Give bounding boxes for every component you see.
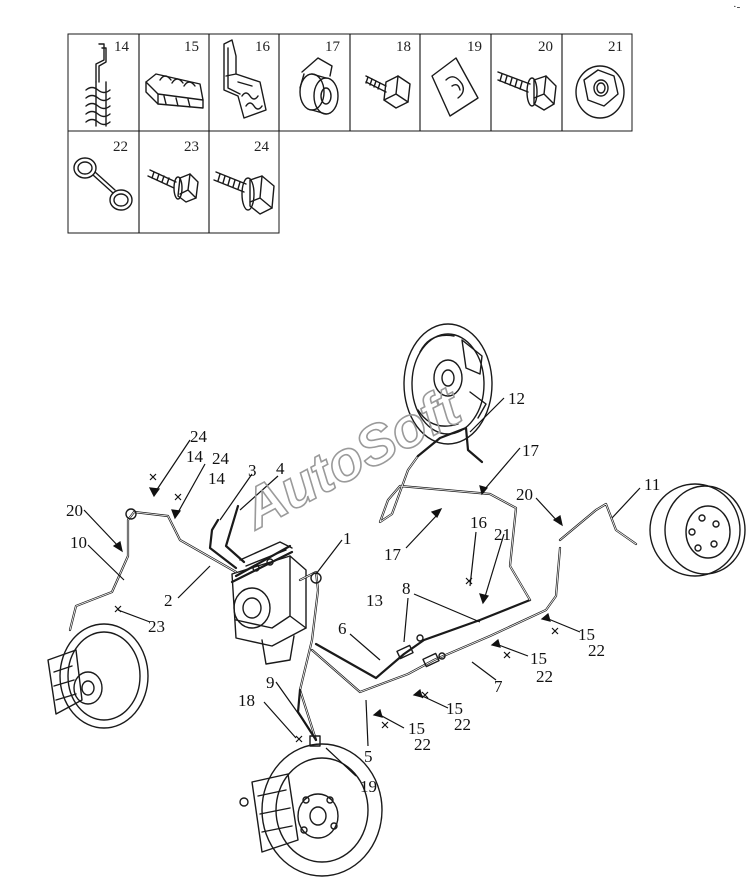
callout-15-c: 15	[446, 699, 463, 718]
legend-num-19: 19	[467, 39, 482, 55]
legend-num-21: 21	[608, 39, 623, 55]
front-left-brake-disc	[47, 623, 149, 729]
leader-lines	[83, 397, 641, 777]
legend-num-23: 23	[184, 139, 199, 155]
legend-num-22: 22	[113, 139, 128, 155]
callout-11: 11	[644, 475, 660, 494]
callout-20-b: 20	[516, 485, 533, 504]
legend-num-17: 17	[325, 39, 341, 55]
callout-20-a: 20	[66, 501, 83, 520]
callout-22-b: 22	[536, 667, 553, 686]
callout-14-a: 14	[186, 447, 204, 466]
parts-legend-grid: 14 15 16 17 18 19 20 21 22 23 24	[67, 33, 633, 234]
corner-mark: ·-	[733, 1, 741, 13]
callout-6: 6	[338, 619, 347, 638]
legend-num-18: 18	[396, 39, 411, 55]
callout-18: 18	[238, 691, 255, 710]
callout-17-b: 17	[384, 545, 402, 564]
washer-pair-icon	[73, 157, 133, 211]
flange-bolt-small-icon	[147, 169, 199, 203]
legend-num-16: 16	[255, 39, 271, 55]
clip-spring-icon	[85, 43, 111, 127]
flange-bolt-icon	[497, 71, 557, 111]
legend-num-20: 20	[538, 39, 553, 55]
fastener-marks	[114, 473, 559, 743]
callout-labels: 1 2 3 4 5 6 7 8 9 10 11 12 13 14 14 15 1…	[66, 389, 660, 796]
callout-22-c: 22	[454, 715, 471, 734]
callout-24-b: 24	[212, 449, 230, 468]
retainer-clip-icon	[431, 57, 479, 117]
callout-15-d: 15	[408, 719, 425, 738]
callout-3: 3	[248, 461, 257, 480]
callout-9: 9	[266, 673, 275, 692]
callout-19: 19	[360, 777, 377, 796]
callout-15-b: 15	[530, 649, 547, 668]
callout-22-a: 22	[588, 641, 605, 660]
flange-nut-icon	[575, 65, 625, 119]
callout-15-a: 15	[578, 625, 595, 644]
callout-12: 12	[508, 389, 525, 408]
callout-1: 1	[343, 529, 352, 548]
callout-10: 10	[70, 533, 87, 552]
callout-13: 13	[366, 591, 383, 610]
callout-8: 8	[402, 579, 411, 598]
callout-22-d: 22	[414, 735, 431, 754]
flange-bolt-large-icon	[213, 171, 275, 215]
callout-2: 2	[164, 591, 173, 610]
callout-17-a: 17	[522, 441, 540, 460]
bracket-clip-icon	[223, 39, 267, 119]
callout-5: 5	[364, 747, 373, 766]
hollow-bolt-icon	[365, 75, 411, 109]
legend-num-24: 24	[254, 139, 270, 155]
front-right-brake-disc	[239, 743, 383, 877]
callout-24-a: 24	[190, 427, 208, 446]
legend-num-14: 14	[114, 39, 130, 55]
rear-right-brake-drum	[649, 483, 746, 577]
brake-system-illustration: 1 2 3 4 5 6 7 8 9 10 11 12 13 14 14 15 1…	[47, 323, 746, 877]
callout-23: 23	[148, 617, 165, 636]
brake-pipes	[68, 426, 638, 747]
legend-num-15: 15	[184, 39, 199, 55]
callout-7: 7	[494, 677, 503, 696]
callout-21: 21	[494, 525, 511, 544]
callout-4: 4	[276, 459, 285, 478]
tube-clip-icon	[145, 73, 204, 109]
callout-14-b: 14	[208, 469, 226, 488]
callout-16: 16	[470, 513, 487, 532]
hose-clamp-icon	[299, 57, 339, 115]
